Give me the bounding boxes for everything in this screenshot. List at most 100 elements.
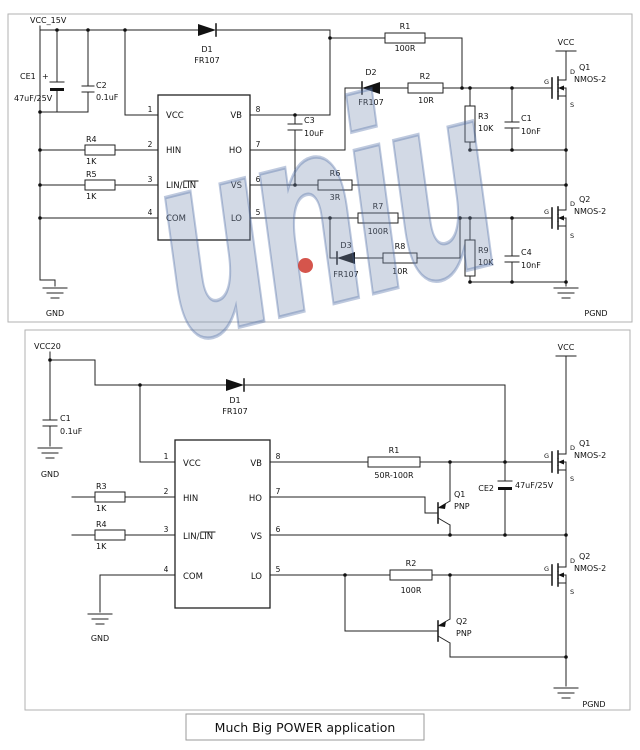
pin-2b: 2	[164, 487, 169, 496]
label-q2p-value: PNP	[456, 629, 472, 638]
ic-pin-ho: HO	[229, 146, 242, 156]
junction-dots-top	[38, 28, 568, 284]
q1b-terminal-s: S	[570, 475, 574, 483]
transistor-q1-pnp: Q1 PNP	[437, 490, 470, 526]
resistor-r1-top: R1 100R	[384, 22, 426, 53]
label-q1p-value: PNP	[454, 502, 470, 511]
icb-pin-vcc: VCC	[183, 459, 201, 469]
label-gnd-bottom-mid: GND	[91, 634, 109, 643]
pin-1b: 1	[164, 452, 169, 461]
resistor-r3-bottom: R3 1K	[94, 482, 126, 513]
ic-pin-com: COM	[166, 214, 186, 224]
label-q1p: Q1	[454, 490, 465, 499]
capacitor-ce2: CE2 47uF/25V	[478, 480, 554, 493]
capacitor-c1-top: C1 10nF	[504, 114, 541, 136]
resistor-r2-top: R2 10R	[407, 72, 444, 105]
q2b-terminal-g: G	[544, 565, 549, 573]
q2-terminal-g: G	[544, 208, 549, 216]
pgnd-symbol-top	[553, 287, 579, 299]
q2-terminal-d: D	[570, 200, 575, 208]
capacitor-c4-top: C4 10nF	[504, 248, 541, 270]
label-r1b-value: 50R-100R	[374, 471, 414, 480]
diode-d3-top: D3 FR107	[333, 241, 358, 279]
resistor-r4-top: R4 1K	[84, 135, 116, 166]
pin-8b: 8	[276, 452, 281, 461]
gnd-symbol-bottom-left	[37, 447, 63, 459]
label-r8-value: 10R	[392, 267, 408, 276]
label-r1-value: 100R	[395, 44, 416, 53]
label-c1-value: 10nF	[521, 127, 541, 136]
pin-1: 1	[148, 105, 153, 114]
label-vcc20: VCC20	[34, 342, 61, 351]
label-q1b-value: NMOS-2	[574, 451, 606, 460]
label-c1b: C1	[60, 414, 71, 423]
label-r2b: R2	[406, 559, 417, 568]
q1-terminal-d: D	[570, 68, 575, 76]
pin-6b: 6	[276, 525, 281, 534]
label-q2p: Q2	[456, 617, 467, 626]
gnd-symbol-bottom-mid	[87, 613, 113, 625]
label-r7-value: 100R	[368, 227, 389, 236]
diode-d1-bottom: D1 FR107	[222, 378, 248, 416]
resistor-r7-top: R7 100R	[357, 202, 399, 236]
label-c3-value: 10uF	[304, 129, 324, 138]
gnd-symbol-top	[42, 287, 68, 299]
label-r2-value: 10R	[418, 96, 434, 105]
label-r2b-value: 100R	[401, 586, 422, 595]
label-c1: C1	[521, 114, 532, 123]
pin-3b: 3	[164, 525, 169, 534]
label-gnd-bottom-left: GND	[41, 470, 59, 479]
q2-terminal-s: S	[570, 232, 574, 240]
pin-3: 3	[148, 175, 153, 184]
wires-top-panel	[39, 25, 577, 287]
label-vcc-top-right: VCC	[558, 38, 575, 47]
resistor-r1-bottom: R1 50R-100R	[367, 446, 421, 480]
label-c3: C3	[304, 116, 315, 125]
label-r5-value: 1K	[86, 192, 97, 201]
label-r3b: R3	[96, 482, 107, 491]
label-gnd-top: GND	[46, 309, 64, 318]
label-r3-value: 10K	[478, 124, 494, 133]
label-r2: R2	[420, 72, 431, 81]
capacitor-ce1: + CE1 47uF/25V	[14, 72, 65, 103]
label-q1: Q1	[579, 63, 590, 72]
capacitor-c1-bottom: C1 0.1uF	[42, 414, 83, 436]
label-d1: D1	[201, 45, 212, 54]
q2b-terminal-d: D	[570, 557, 575, 565]
resistor-r3-top: R3 10K	[464, 105, 494, 143]
transistor-q1-nmos-top: D G S Q1 NMOS-2	[544, 63, 606, 109]
label-c4: C4	[521, 248, 532, 257]
pgnd-symbol-bottom	[553, 687, 579, 699]
icb-pin-com: COM	[183, 572, 203, 582]
label-q1-value: NMOS-2	[574, 75, 606, 84]
label-q2-value: NMOS-2	[574, 207, 606, 216]
icb-pin-lin: LIN/LIN	[183, 532, 213, 542]
label-r3: R3	[478, 112, 489, 121]
label-r6: R6	[330, 169, 341, 178]
resistor-r4-bottom: R4 1K	[94, 520, 126, 551]
label-q2: Q2	[579, 195, 590, 204]
driver-ic-top: 1 2 3 4 8 7 6 5 VCC VB HIN HO LIN/LIN VS…	[148, 94, 261, 241]
label-d3-value: FR107	[333, 270, 358, 279]
label-r6-value: 3R	[330, 193, 341, 202]
ic-pin-lin: LIN/LIN	[166, 181, 196, 191]
label-c2: C2	[96, 81, 107, 90]
pin-5b: 5	[276, 565, 281, 574]
label-r9: R9	[478, 246, 489, 255]
ce1-plus: +	[42, 72, 49, 81]
icb-pin-hin: HIN	[183, 494, 198, 504]
junction-dots-bottom	[48, 358, 568, 659]
label-q2b-value: NMOS-2	[574, 564, 606, 573]
label-d3: D3	[340, 241, 351, 250]
resistor-r9-top: R9 10K	[464, 239, 494, 277]
label-r1b: R1	[389, 446, 400, 455]
label-c4-value: 10nF	[521, 261, 541, 270]
caption-text: Much Big POWER application	[215, 720, 396, 735]
label-pgnd-bottom: PGND	[582, 700, 605, 709]
panel-border-bottom	[24, 329, 631, 711]
label-c1b-value: 0.1uF	[60, 427, 83, 436]
label-d1-value: FR107	[194, 56, 219, 65]
driver-ic-bottom: 1 2 3 4 8 7 6 5 VCC VB HIN HO LIN/LIN VS…	[164, 439, 281, 609]
transistor-q2-nmos-bottom: D G S Q2 NMOS-2	[544, 552, 606, 596]
